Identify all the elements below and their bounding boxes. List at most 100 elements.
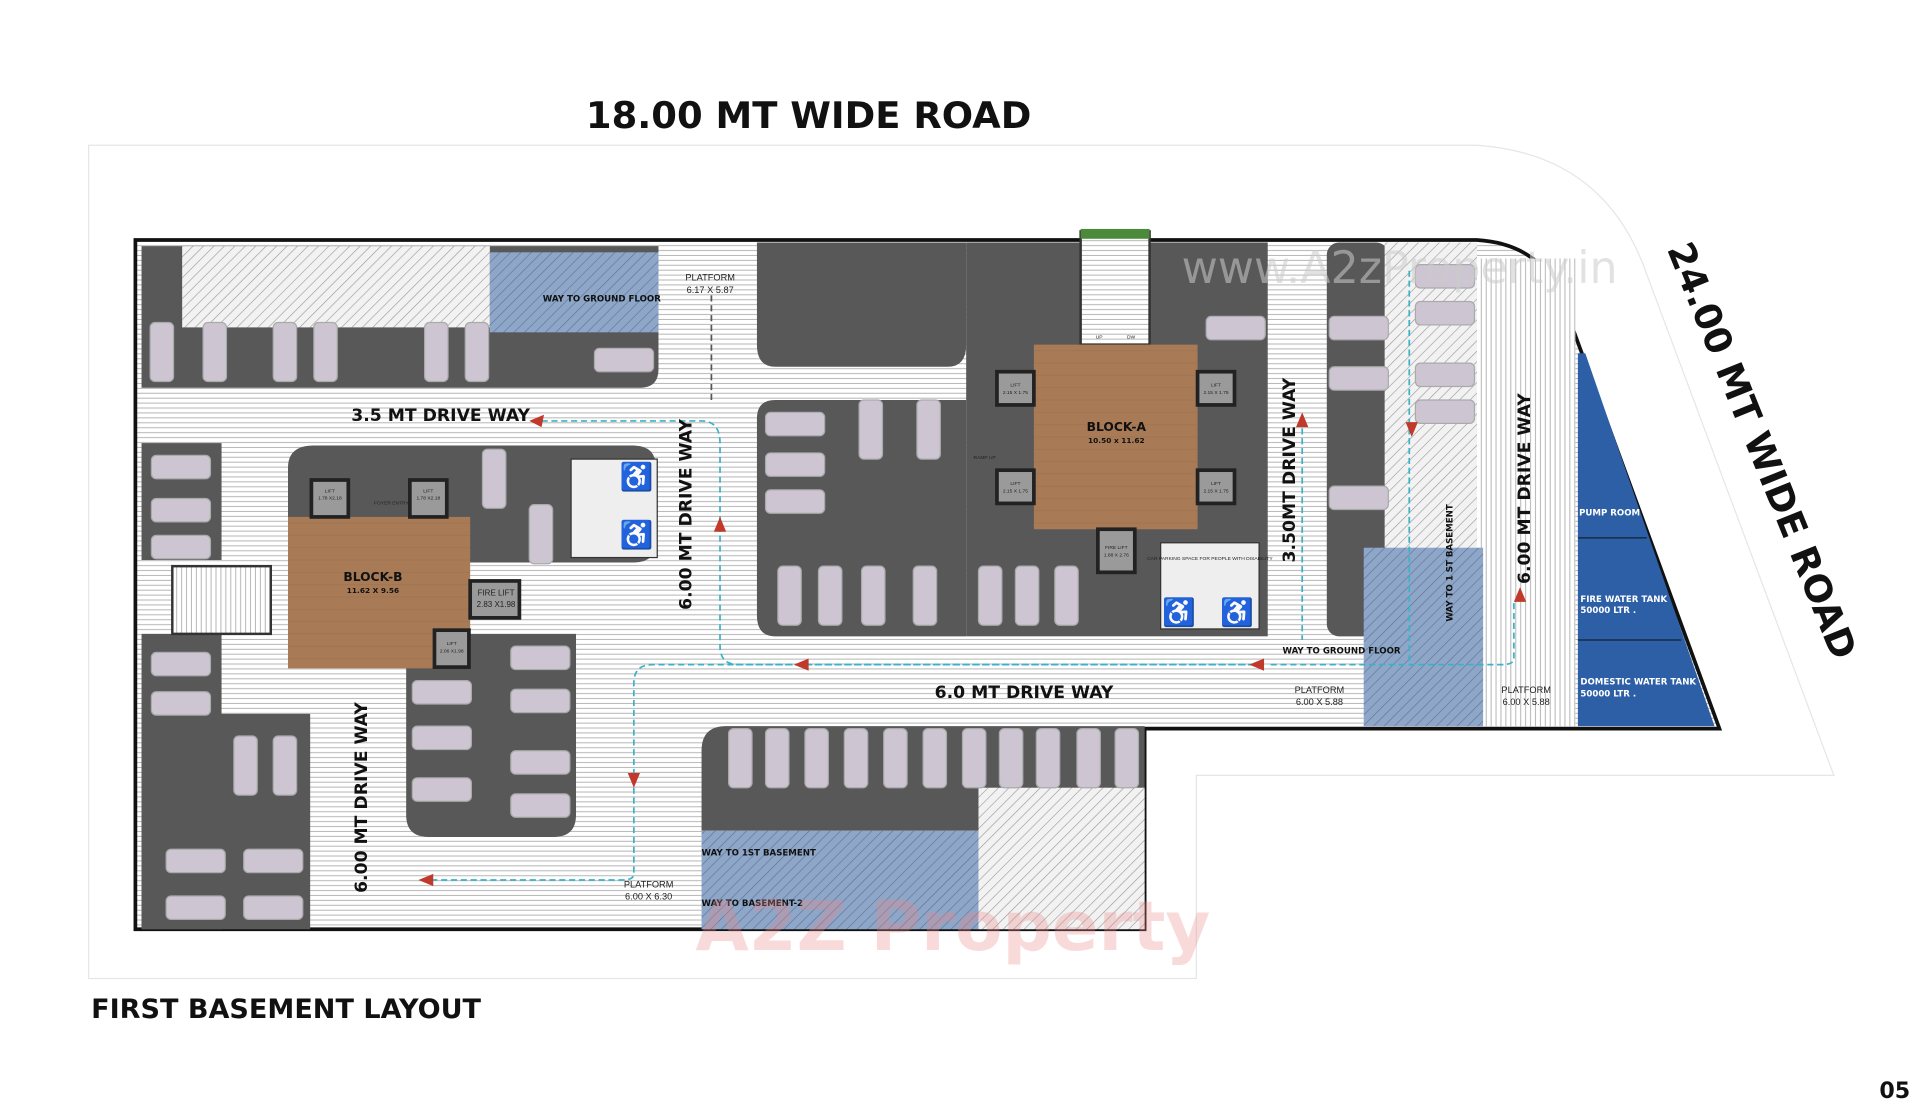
platform-size: 6.00 X 5.88 [1296,697,1343,707]
car-parking-slot [313,321,338,383]
ramp-to-ground-top [489,252,659,333]
car-parking-slot [233,735,258,796]
layout-caption: FIRST BASEMENT LAYOUT [91,994,481,1025]
driveway-label: 3.50MT DRIVE WAY [1280,377,1300,562]
car-parking-slot [464,321,490,383]
watermark-url: www.A2zProperty.in [1182,243,1618,294]
fire-lift-a [1096,527,1137,575]
lift-a-3 [1195,369,1237,407]
car-parking-slot [998,728,1024,789]
staircase-a [1079,230,1151,346]
car-parking-slot [764,489,826,514]
block-b-label: BLOCK-B [343,570,402,584]
direction-arrows [418,412,1527,887]
lift-a-2 [995,468,1036,506]
car-parking-slot [817,565,843,626]
staircase-b [171,564,273,636]
lift-size: 1.78 X2.18 [318,496,342,502]
lift-b-2 [408,478,449,519]
car-parking-slot [481,448,507,509]
car-parking-slot [150,534,212,560]
fire-water-tank-label: FIRE WATER TANK [1580,595,1667,605]
car-parking-slot [510,645,571,671]
driveway-label: 6.00 MT DRIVE WAY [1515,393,1535,584]
car-parking-slot [977,565,1003,626]
car-parking-slot [764,411,826,437]
page-number: 05 [1879,1078,1910,1104]
platform-label: PLATFORM [1295,685,1345,695]
car-parking-slot [1076,728,1101,789]
lift-b-3 [432,628,471,669]
car-parking-slot [528,504,554,565]
lift-label: LIFT [447,641,457,647]
car-parking-slot [858,399,884,460]
block-b-size: 11.62 X 9.56 [347,586,399,595]
car-parking-slot [1054,565,1079,626]
watermark-brand: A2Z Property [695,887,1210,967]
car-parking-slot [961,728,987,789]
car-parking-slot [150,454,212,480]
ramp-up-label: RAMP UP [974,455,997,461]
car-parking-slot [916,399,941,460]
disabled-parking-label: CAR PARKING SPACE FOR PEOPLE WITH DISABI… [1147,556,1273,562]
ramp-hatch-top [182,246,490,328]
car-parking-slot [593,347,655,373]
car-parking-slot [510,750,571,775]
car-parking-slot [1414,300,1476,326]
lift-size: 2.15 X 1.75 [1203,390,1228,396]
ramp-label: WAY TO GROUND FLOOR [543,295,661,305]
car-parking-slot [843,728,869,789]
ramp-label: WAY TO BASEMENT-2 [702,899,804,909]
lift-label: LIFT [1010,481,1020,487]
stair-down-label: DW [1127,334,1136,340]
right-inner-driveway [1267,246,1327,634]
car-parking-slot [1205,315,1266,341]
foyer-label: FOYER ENTRY [374,501,410,507]
car-parking-slot [764,728,790,789]
platform-label: PLATFORM [624,879,674,889]
block-a [1033,344,1198,530]
road-label-top: 18.00 MT WIDE ROAD [586,94,1031,137]
driveway-label: 6.0 MT DRIVE WAY [935,683,1114,703]
ramp-label: WAY TO 1 ST BASEMENT [1445,504,1455,621]
lift-size: 1.78 X2.18 [416,496,440,502]
car-parking-slot [272,735,298,796]
block-a-size: 10.50 x 11.62 [1088,436,1145,445]
car-parking-slot [728,728,753,789]
disabled-parking [570,458,1260,630]
right-driveway [1476,258,1576,727]
car-parking-slot [411,725,473,751]
ramp-hatch-right [1384,242,1477,551]
platform-size: 6.17 X 5.87 [687,285,734,295]
lift-label: LIFT [1211,481,1221,487]
lift-size: 2.06 X1.98 [440,648,464,654]
platform-size: 6.00 X 5.88 [1503,697,1550,707]
car-parking-slot [1114,728,1140,789]
car-parking-slot [202,321,228,383]
car-parking-slot [411,777,473,802]
driveway-label: 6.00 MT DRIVE WAY [352,702,372,893]
lift-size: 2.15 X 1.75 [1003,488,1028,494]
traffic-route [424,270,1515,881]
ramp-hatch-bottom [978,787,1145,930]
fire-water-tank-capacity: 50000 LTR . [1580,606,1636,616]
car-parking-slot [411,680,473,705]
ramp-to-first-basement-right [1363,547,1484,727]
ramp-bottom [701,830,979,930]
domestic-water-tank-capacity: 50000 LTR . [1580,690,1636,700]
car-parking-slot [860,565,886,626]
lift-label: LIFT [325,488,335,494]
fire-lift-size: 1.88 X 2.76 [1104,552,1129,558]
wheelchair-icon: ♿ [619,461,653,492]
car-parking-slot [883,728,908,789]
car-parking-slot [1414,362,1476,388]
ramp-label: WAY TO GROUND FLOOR [1282,647,1400,657]
car-parking-slot [1328,315,1389,341]
car-parking-slot [1014,565,1040,626]
stair-up-label: UP [1096,334,1104,340]
platform-size: 6.00 X 6.30 [625,892,672,902]
car-parking-slot [150,651,212,677]
lift-a-1 [995,369,1036,407]
driveway-label: 3.5 MT DRIVE WAY [351,406,530,426]
